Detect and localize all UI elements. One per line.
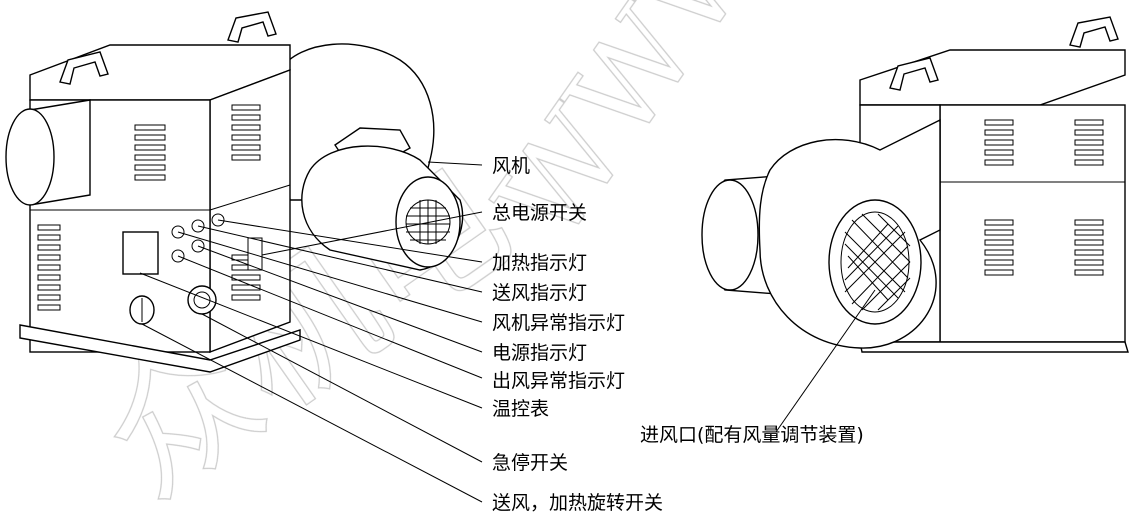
label-main-power-switch: 总电源开关: [492, 202, 587, 224]
air-inlet-grille: [828, 199, 922, 325]
main-power-switch-body: [247, 237, 263, 271]
label-air-inlet: 进风口(配有风量调节装置): [640, 424, 864, 446]
temperature-controller-display: [122, 231, 159, 275]
front-vents-lower: [37, 224, 61, 311]
air-outlet-pipe: [5, 99, 91, 206]
label-power-indicator: 电源指示灯: [492, 342, 587, 364]
cabinet-side: [209, 68, 291, 354]
leader-lines: [139, 161, 876, 503]
handle-left: [59, 51, 109, 85]
handle-right: [227, 11, 277, 43]
right-vents: [984, 119, 1104, 276]
side-vents-upper: [231, 104, 261, 161]
label-rotary-switch: 送风，加热旋转开关: [492, 492, 663, 514]
control-panel: [122, 213, 263, 325]
callout-labels: 风机 总电源开关 加热指示灯 送风指示灯 风机异常指示灯 电源指示灯 出风异常指…: [492, 155, 864, 514]
label-blower-indicator: 送风指示灯: [492, 282, 587, 304]
label-temperature-controller: 温控表: [492, 398, 549, 420]
label-fan-fault-indicator: 风机异常指示灯: [492, 312, 625, 334]
label-heating-indicator: 加热指示灯: [492, 252, 587, 274]
front-vents-upper: [134, 124, 166, 181]
label-outlet-fault-indicator: 出风异常指示灯: [492, 370, 625, 392]
label-fan: 风机: [492, 155, 530, 177]
label-emergency-stop: 急停开关: [492, 452, 568, 474]
right-unit: [701, 16, 1129, 353]
left-unit: [5, 11, 464, 373]
